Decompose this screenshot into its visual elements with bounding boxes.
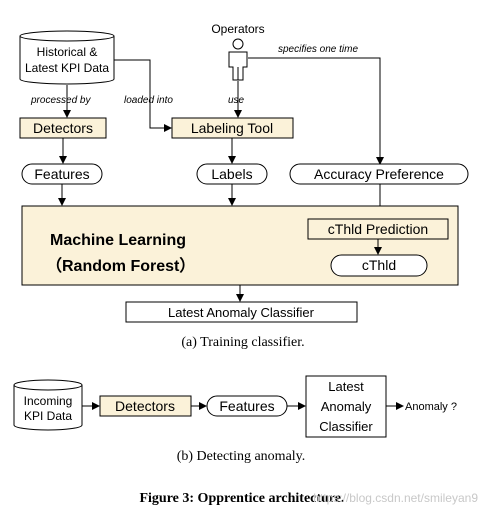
edge-label-specifies: specifies one time [278,44,358,55]
person-icon [228,38,248,81]
classifier-b-line2: Anomaly [321,399,372,414]
historical-kpi-label-line2: Latest KPI Data [25,61,109,75]
latest-anomaly-classifier-box-b [305,375,387,438]
caption-detecting: (b) Detecting anomaly. [177,449,306,464]
watermark: https://blog.csdn.net/smileyan9 [313,491,478,505]
latest-anomaly-classifier-box [125,301,358,323]
accuracy-preference-label: Accuracy Preference [314,166,444,182]
classifier-b-line3: Classifier [319,419,373,434]
caption-training: (a) Training classifier. [181,335,304,350]
incoming-kpi-label-line2: KPI Data [24,409,72,423]
labels-label: Labels [211,166,252,182]
incoming-kpi-datastore: Incoming KPI Data [13,379,83,431]
historical-kpi-label-line1: Historical & [37,45,98,59]
edge-label-use: use [228,95,245,106]
features-label: Features [34,166,89,182]
ml-title-line1: Machine Learning [50,232,186,249]
classifier-b-line1: Latest [328,379,364,394]
edge-label-processed: processed by [30,95,91,106]
features-label-b: Features [219,398,274,414]
cthld-label: cThld [362,257,396,273]
detectors-label-b: Detectors [115,398,175,414]
edge-data-to-labeling [114,59,172,132]
cthld-prediction-label: cThld Prediction [328,221,428,237]
cthld-pill [330,254,428,277]
ml-title-line2: （Random Forest） [46,257,195,275]
detectors-label: Detectors [33,120,93,136]
operators-label: Operators [211,22,264,36]
anomaly-output-label: Anomaly ? [405,401,457,413]
labeling-tool-label: Labeling Tool [191,120,273,136]
latest-anomaly-classifier-label: Latest Anomaly Classifier [168,305,315,320]
edge-operators-to-accuracy [248,57,384,165]
figure-caption: Figure 3: Opprentice architecture. [139,491,344,506]
accuracy-preference-pill [289,163,469,185]
incoming-kpi-label-line1: Incoming [24,394,73,408]
edge-label-loaded: loaded into [124,95,173,106]
historical-kpi-datastore: Historical & Latest KPI Data [19,30,115,85]
